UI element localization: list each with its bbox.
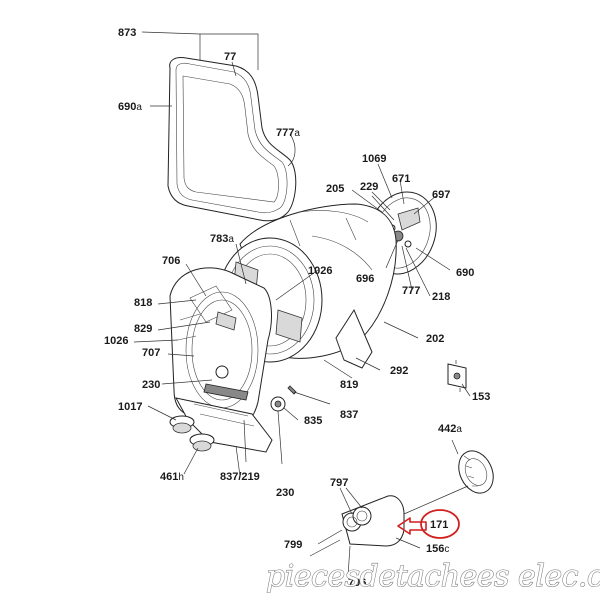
callout-837: 837	[340, 409, 358, 421]
callout-837-219: 837/219	[220, 471, 260, 483]
site-watermark: piecesdetachees elec.com	[266, 559, 600, 594]
roller-wheel-835	[270, 396, 286, 465]
callout-706: 706	[162, 255, 180, 267]
callout-442a: 442a	[438, 423, 462, 435]
highlight-171	[397, 509, 460, 539]
drum-support	[335, 308, 373, 369]
sensor-153	[447, 360, 467, 392]
callout-829: 829	[134, 323, 152, 335]
callout-1069: 1069	[362, 153, 386, 165]
callout-818: 818	[134, 297, 152, 309]
door-seal-part	[167, 57, 297, 222]
highlight-arrow	[397, 517, 427, 535]
callout-461h: 461h	[160, 471, 184, 483]
callout-697: 697	[432, 189, 450, 201]
callout-229: 229	[360, 181, 378, 193]
callout-873: 873	[118, 27, 136, 39]
callout-690: 690	[456, 267, 474, 279]
foot-1017	[169, 415, 195, 434]
callout-835: 835	[304, 415, 322, 427]
callout-819: 819	[340, 379, 358, 391]
callout-671: 671	[392, 173, 410, 185]
callout-696: 696	[356, 273, 374, 285]
callout-777: 777	[402, 285, 420, 297]
callout-783a: 783a	[210, 233, 234, 245]
callout-797: 797	[330, 477, 348, 489]
callout-796: 796	[348, 577, 366, 589]
callout-1026-bulkhead: 1026	[104, 335, 128, 347]
callout-777a: 777a	[276, 127, 300, 139]
callout-1026-drum: 1026	[308, 265, 332, 277]
seal-clip-lines	[199, 33, 296, 167]
callout-690a: 690a	[118, 101, 142, 113]
callout-707: 707	[142, 347, 160, 359]
callout-156c: 156c	[426, 543, 449, 555]
callout-153: 153	[472, 391, 490, 403]
callout-171: 171	[430, 519, 448, 531]
leader-lines	[133, 31, 471, 577]
callout-1017: 1017	[118, 401, 142, 413]
foot-461h	[189, 433, 215, 452]
highlight-ring	[420, 509, 460, 539]
motor-171	[309, 485, 469, 557]
front-bulkhead	[169, 267, 272, 429]
callout-230-bottom: 230	[276, 487, 294, 499]
callout-202: 202	[426, 333, 444, 345]
callout-292: 292	[390, 365, 408, 377]
callout-230-top: 230	[142, 379, 160, 391]
callout-labels: 873 77 690a 777a 1069 205 229 671 697 78…	[104, 27, 490, 589]
pulley-442a	[458, 450, 494, 494]
callout-799: 799	[284, 539, 302, 551]
callout-77: 77	[224, 51, 236, 63]
callout-218: 218	[432, 291, 450, 303]
screw-837	[287, 385, 297, 395]
callout-205: 205	[326, 183, 344, 195]
